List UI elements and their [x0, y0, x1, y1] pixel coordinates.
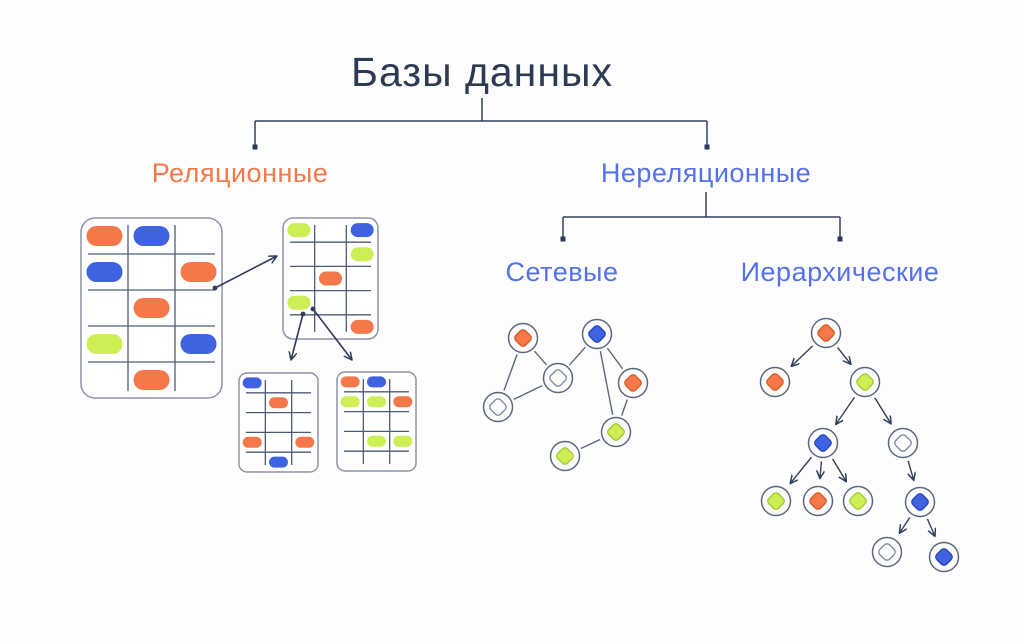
network-edge	[580, 438, 601, 450]
network-edge	[621, 399, 628, 416]
hierarchy-node-blue	[807, 427, 839, 459]
hierarchy-node-green	[849, 366, 881, 398]
hierarchy-arrow	[874, 397, 891, 424]
node-diamond	[588, 325, 606, 343]
data-pill-green	[287, 295, 311, 310]
node-diamond	[817, 324, 835, 342]
relational-table-detail-top	[282, 217, 379, 340]
network-node-white	[482, 391, 514, 423]
data-pill-green	[350, 247, 374, 262]
network-node-orange	[617, 367, 649, 399]
table-frame	[336, 371, 417, 472]
network-edge	[599, 351, 614, 415]
relational-table-main	[80, 217, 223, 399]
data-pill-orange	[295, 436, 315, 448]
data-pill-green	[340, 396, 360, 408]
reference-arrow	[291, 313, 304, 360]
node-diamond	[878, 543, 896, 561]
data-pill-orange	[393, 396, 413, 408]
relational-table-detail-left	[238, 372, 319, 473]
connector-end-dot	[252, 144, 258, 150]
node-diamond	[514, 329, 532, 347]
node-diamond	[856, 373, 874, 391]
node-diamond	[549, 369, 567, 387]
connector-end-dot	[560, 236, 566, 242]
network-node-green	[549, 440, 581, 472]
network-edge	[569, 346, 586, 366]
data-pill-blue	[242, 377, 262, 389]
data-pill-blue	[133, 226, 170, 246]
hierarchy-node-blue	[904, 486, 936, 518]
diagram-title: Базы данных	[351, 49, 613, 95]
connector-end-dot	[704, 144, 710, 150]
network-node-white	[542, 362, 574, 394]
network-node-blue	[581, 318, 613, 350]
data-pill-green	[367, 396, 386, 408]
hierarchy-arrow	[836, 347, 851, 364]
node-diamond	[624, 374, 642, 392]
table-frame	[238, 372, 319, 473]
node-diamond	[849, 492, 867, 510]
hierarchy-arrow	[908, 460, 914, 481]
reference-arrow	[312, 308, 352, 360]
data-pill-blue	[180, 334, 217, 354]
node-diamond	[607, 423, 625, 441]
data-pill-green	[393, 435, 413, 447]
data-pill-green	[287, 223, 311, 238]
data-pill-orange	[269, 397, 288, 409]
data-pill-blue	[350, 223, 374, 238]
hierarchy-node-blue	[928, 541, 960, 573]
hierarchy-node-orange	[759, 366, 791, 398]
data-pill-orange	[86, 226, 123, 246]
hierarchy-arrow	[790, 456, 812, 483]
hierarchy-node-orange	[802, 485, 834, 517]
connector-end-dot	[837, 236, 843, 242]
network-edge	[533, 350, 548, 366]
data-pill-blue	[86, 262, 123, 282]
hierarchy-arrow	[820, 461, 821, 478]
network-node-green	[600, 416, 632, 448]
data-pill-orange	[350, 319, 374, 334]
node-diamond	[814, 434, 832, 452]
data-pill-green	[367, 435, 386, 447]
node-diamond	[767, 492, 785, 510]
network-edge	[606, 347, 624, 370]
node-diamond	[556, 447, 574, 465]
branch-label-relational: Реляционные	[151, 158, 329, 188]
hierarchy-node-white	[887, 427, 919, 459]
hierarchy-arrow	[791, 345, 814, 367]
data-pill-orange	[133, 370, 170, 390]
hierarchy-node-white	[871, 536, 903, 568]
branch-label-hierarchical: Иерархические	[740, 257, 940, 287]
branch-label-non-relational: Нереляционные	[600, 158, 812, 188]
data-pill-orange	[242, 436, 262, 448]
data-pill-orange	[340, 376, 360, 388]
hierarchy-node-green	[760, 485, 792, 517]
network-edge	[513, 384, 543, 401]
node-diamond	[766, 373, 784, 391]
hierarchy-arrow	[836, 396, 856, 424]
data-pill-orange	[133, 298, 170, 318]
hierarchy-arrow	[926, 518, 935, 536]
hierarchy-node-green	[842, 485, 874, 517]
node-diamond	[935, 548, 953, 566]
branch-label-network: Сетевые	[505, 257, 619, 287]
data-pill-blue	[367, 376, 386, 388]
hierarchy-arrow	[831, 458, 847, 482]
reference-arrow	[214, 256, 277, 289]
data-pill-orange	[319, 271, 342, 286]
network-node-orange	[507, 322, 539, 354]
data-pill-orange	[180, 262, 217, 282]
hierarchy-node-orange	[810, 317, 842, 349]
hierarchy-arrow	[899, 517, 911, 533]
node-diamond	[809, 492, 827, 510]
node-diamond	[911, 493, 929, 511]
node-diamond	[894, 434, 912, 452]
data-pill-blue	[269, 456, 288, 468]
relational-table-detail-right	[336, 371, 417, 472]
data-pill-green	[86, 334, 123, 354]
node-diamond	[489, 398, 507, 416]
network-edge	[503, 354, 518, 391]
